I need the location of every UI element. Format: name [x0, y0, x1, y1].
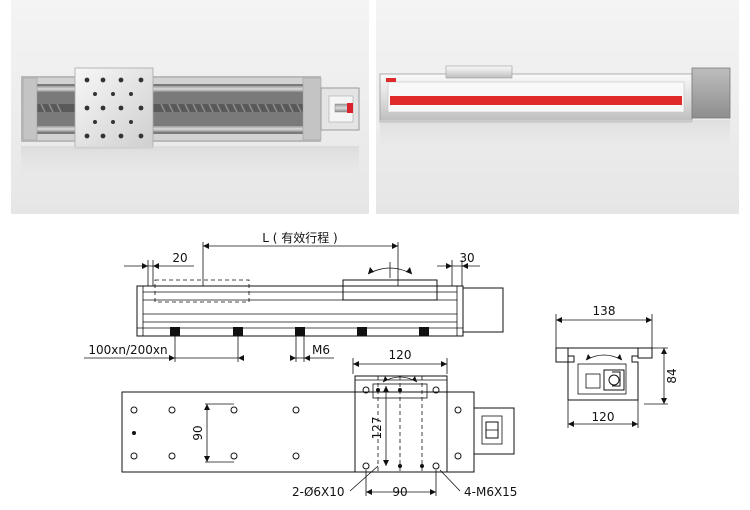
stroke-length-label: L ( 有效行程 ): [262, 230, 338, 245]
slot-label: M6: [312, 343, 330, 357]
t-nut-slots: [170, 327, 429, 336]
technical-drawing: L ( 有效行程 ) 20 30: [84, 230, 679, 499]
end-top-width-label: 138: [593, 304, 616, 318]
end-bottom-width-label: 120: [592, 410, 615, 424]
motor-block: [691, 67, 731, 119]
end-height-label: 84: [665, 368, 679, 383]
tapped-holes-label: 4-M6X15: [464, 485, 517, 499]
base-hole-spacing-label: 90: [191, 425, 205, 440]
bottom-spacing-label: 90: [392, 485, 407, 499]
dim-20: 20: [172, 251, 187, 265]
product-photo-covered: [376, 0, 739, 214]
pin-holes-label: 2-Ø6X10: [292, 485, 345, 499]
product-photo-open: [11, 0, 369, 214]
carriage-width-label: 120: [389, 348, 412, 362]
base-mount-holes: [130, 406, 462, 460]
top-view: 120 127: [121, 348, 517, 499]
end-view: 138 84 120: [555, 304, 679, 428]
carriage-holes: [84, 77, 144, 139]
red-dust-belt: [390, 96, 682, 105]
carriage-length-label: 127: [370, 417, 384, 440]
hole-pitch-label: 100xn/200xn: [88, 343, 167, 357]
dim-30: 30: [459, 251, 474, 265]
carriage-mount-holes: [362, 386, 440, 470]
side-view: L ( 有效行程 ) 20 30: [84, 230, 504, 362]
carriage-top: [445, 65, 513, 79]
red-coupling-mark: [347, 103, 353, 113]
